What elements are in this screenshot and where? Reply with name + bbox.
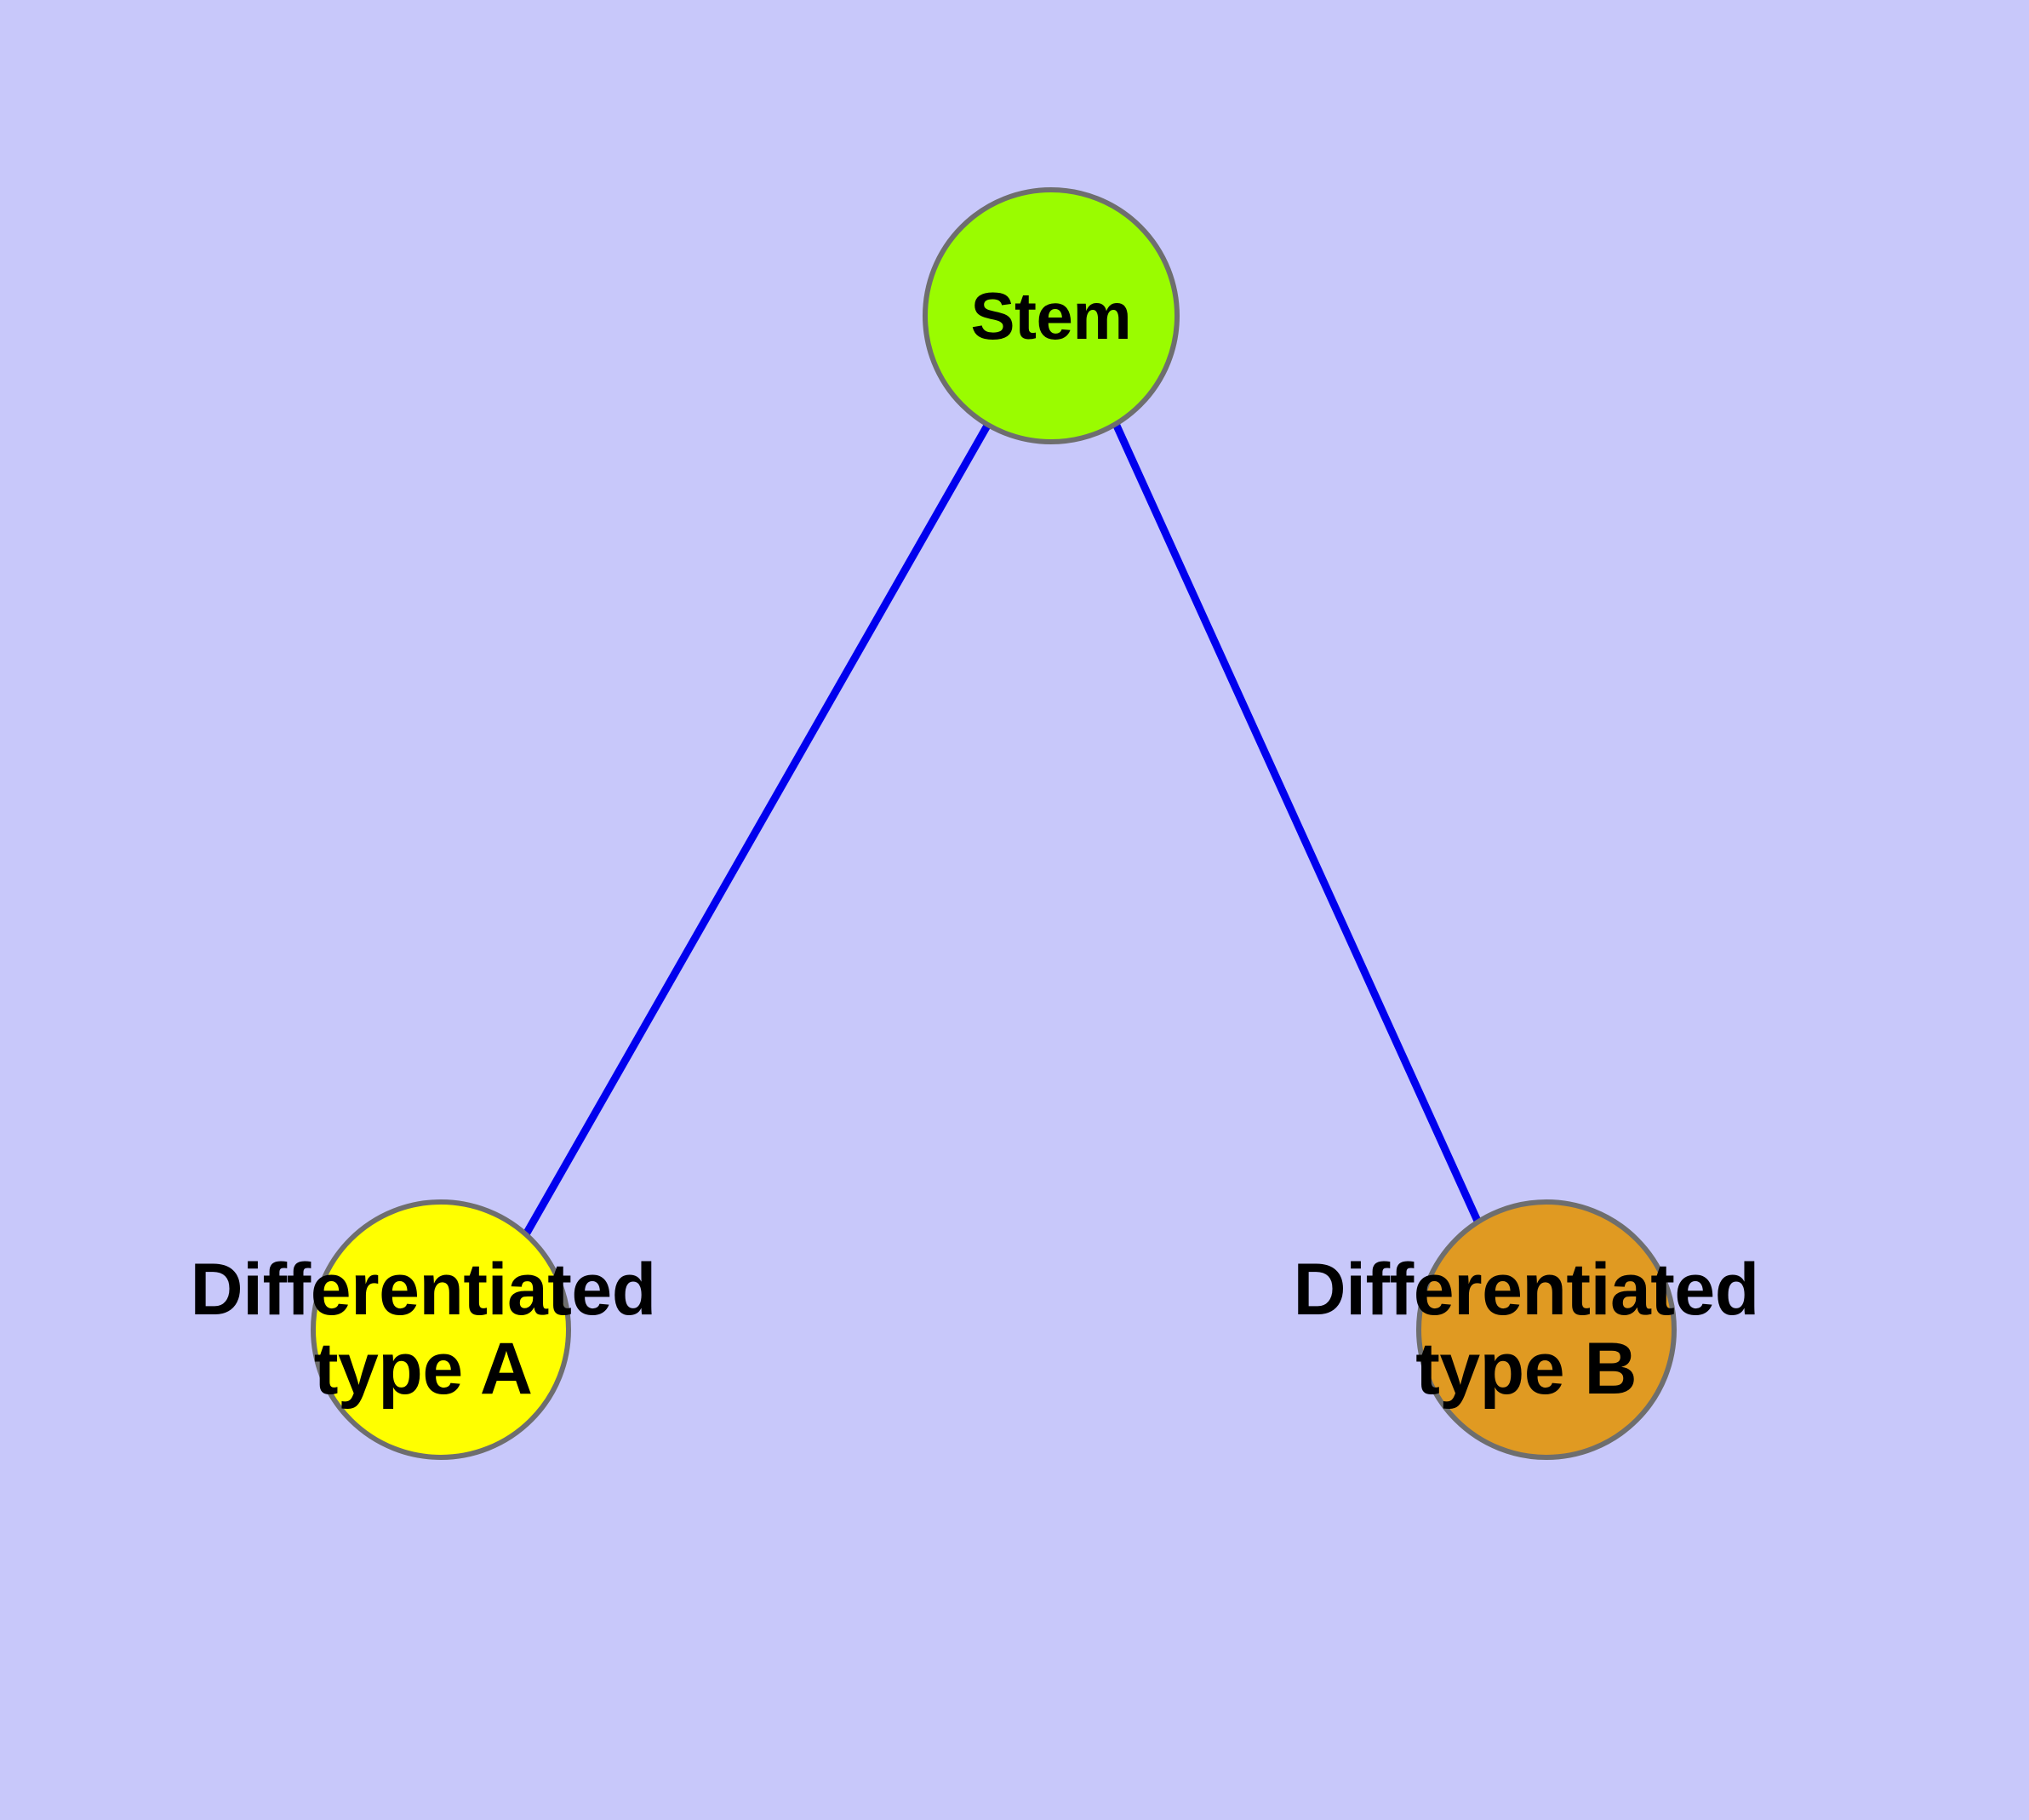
graph-node-diff-b[interactable] (1416, 1199, 1677, 1460)
edges-layer (523, 423, 1485, 1237)
graph-edge-stem-to-diff-a (523, 423, 991, 1237)
graph-edge-stem-to-diff-b (1112, 424, 1485, 1230)
graph-node-diff-a[interactable] (311, 1199, 571, 1460)
graph-node-stem[interactable] (923, 187, 1180, 444)
nodes-layer (311, 187, 1677, 1460)
